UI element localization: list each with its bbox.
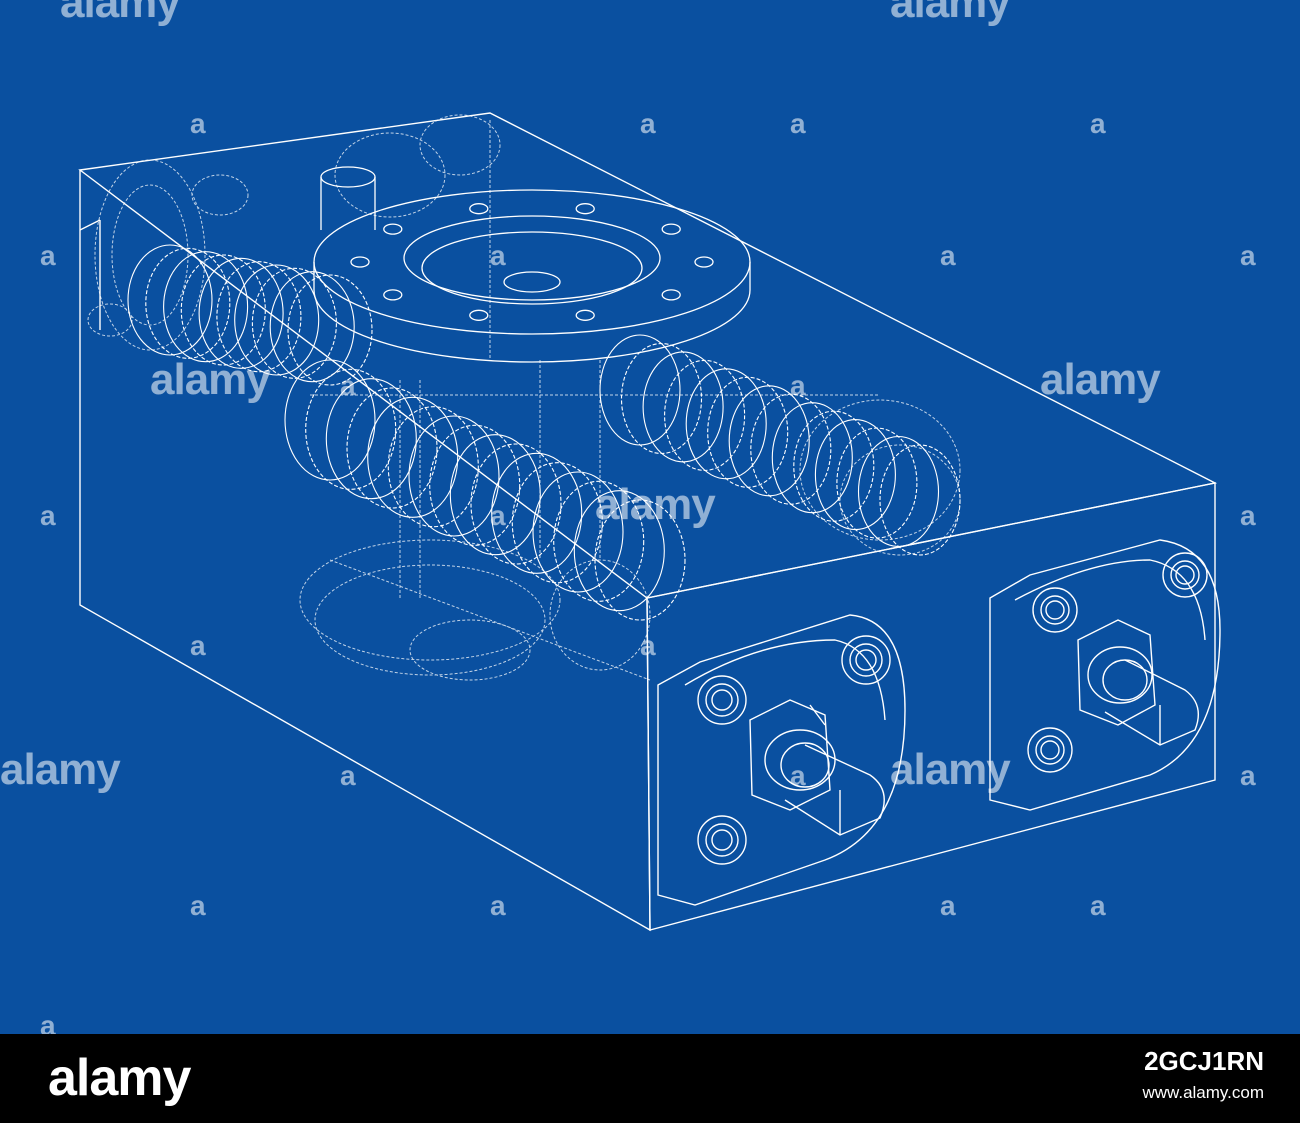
flange-bolt-hole (575, 309, 595, 321)
image-id: 2GCJ1RN (1144, 1046, 1264, 1076)
screw-coils (127, 244, 961, 621)
coil-ring (346, 387, 438, 509)
left-end-cap (657, 614, 906, 906)
stock-footer: alamy 2GCJ1RN www.alamy.com (0, 1034, 1300, 1123)
flange-bolt-hole (469, 309, 489, 321)
coil-ring (429, 424, 521, 546)
coil-ring (145, 247, 231, 359)
hydraulic-block-wireframe (0, 0, 1300, 1034)
coil-ring (198, 257, 284, 369)
footer-info: 2GCJ1RN www.alamy.com (1142, 1046, 1264, 1103)
flange-bolt-hole (383, 289, 403, 301)
right-cap-bolts (1027, 552, 1208, 773)
left-cap-bolts (697, 635, 891, 865)
coil-ring (287, 274, 373, 386)
coil-ring (470, 443, 562, 565)
top-flange (313, 166, 751, 363)
main-block-outline (78, 112, 1218, 932)
footer-logo[interactable]: alamy (48, 1049, 191, 1107)
coil-ring (594, 499, 686, 621)
coil-ring (127, 244, 213, 356)
coil-ring (553, 480, 645, 602)
coil-ring (251, 267, 337, 379)
coil-ring (216, 261, 302, 373)
flange-bolt-hole (694, 256, 714, 268)
coil-ring (491, 452, 583, 574)
coil-ring (449, 434, 541, 556)
right-end-cap (989, 539, 1221, 811)
flange-bolt-hole (575, 203, 595, 215)
coil-ring (284, 359, 376, 481)
coil-ring (305, 368, 397, 490)
coil-ring (387, 406, 479, 528)
footer-url[interactable]: www.alamy.com (1142, 1083, 1264, 1102)
coil-ring (325, 378, 417, 500)
blueprint-drawing: alamy alamy alamy alamy alamy alamy alam… (0, 0, 1300, 1034)
coil-ring (573, 490, 665, 612)
flange-bolt-hole (350, 256, 370, 268)
flange-bolt-hole (661, 289, 681, 301)
hidden-internal-parts (87, 114, 961, 681)
coil-ring (408, 415, 500, 537)
coil-ring (269, 271, 355, 383)
coil-ring (234, 264, 320, 376)
coil-ring (879, 444, 961, 556)
flange-bolt-hole (469, 203, 489, 215)
coil-ring (163, 251, 249, 363)
flange-bolt-hole (383, 223, 403, 235)
coil-ring (532, 471, 624, 593)
coil-ring (511, 462, 603, 584)
flange-bolt-hole (661, 223, 681, 235)
coil-ring (367, 396, 459, 518)
